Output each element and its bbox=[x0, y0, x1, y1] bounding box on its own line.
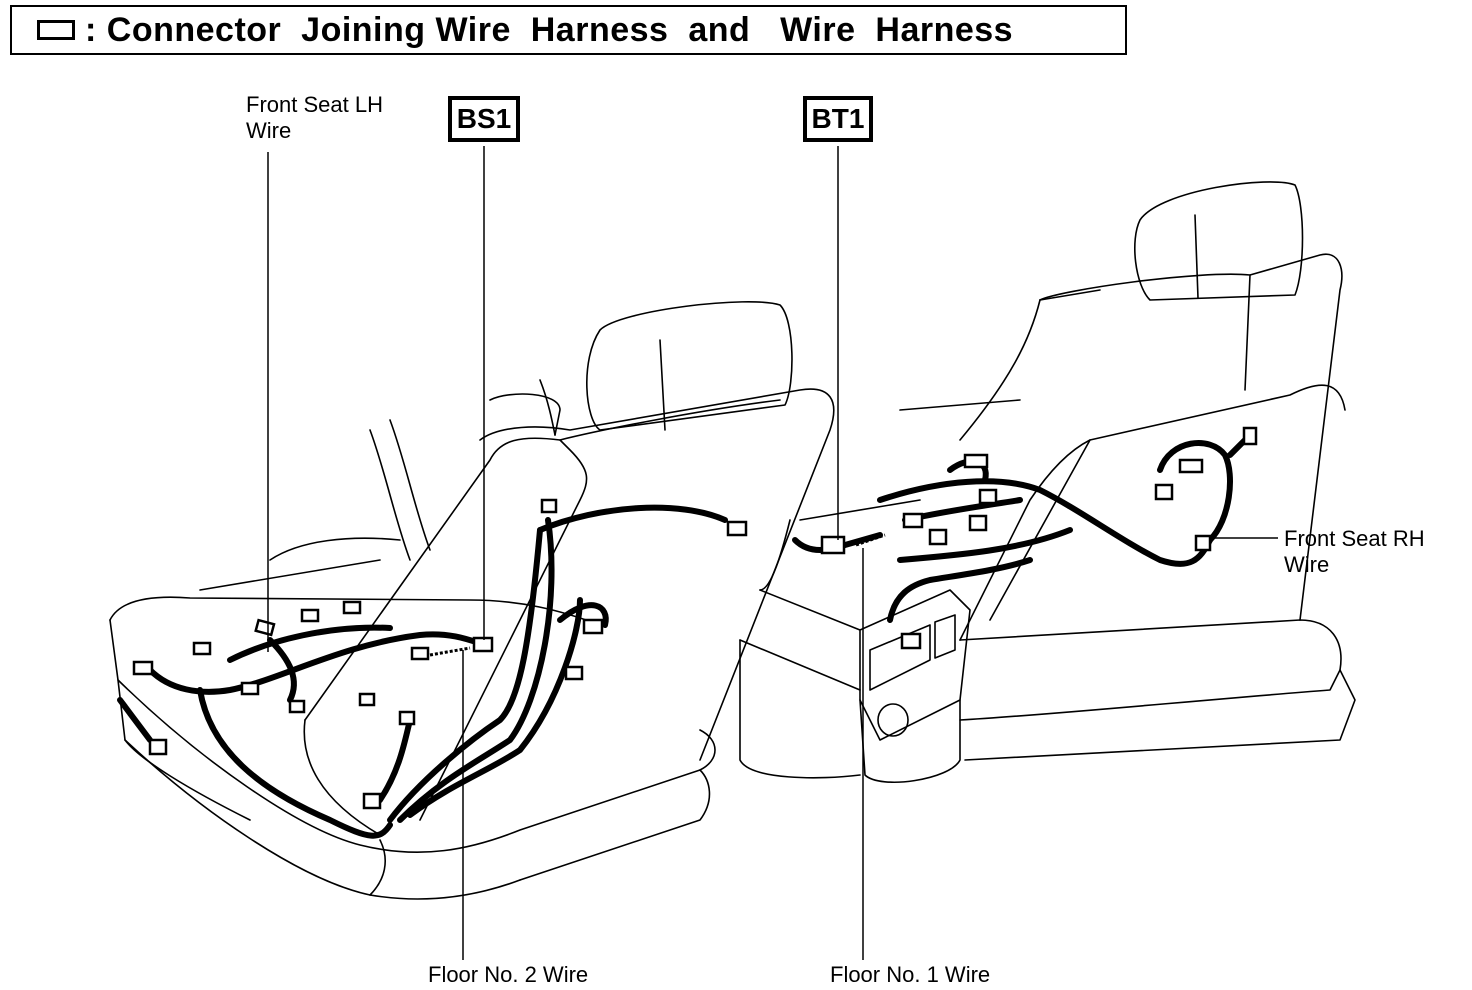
connector-code-bt1: BT1 bbox=[803, 96, 873, 142]
label-floor-no2-wire: Floor No. 2 Wire bbox=[428, 962, 589, 987]
legend-text: : Connector Joining Wire Harness and Wir… bbox=[85, 10, 1014, 49]
wire-harness-bundles bbox=[117, 432, 1253, 839]
label-floor-no1-wire: Floor No. 1 Wire bbox=[830, 962, 991, 987]
left-seat-outline bbox=[109, 301, 835, 900]
connector-code-bs1: BS1 bbox=[448, 96, 520, 142]
label-front-seat-rh-wire: Front Seat RH Wire bbox=[1284, 526, 1425, 577]
label-front-seat-lh-wire: Front Seat LH Wire bbox=[246, 92, 383, 143]
leader-lines bbox=[267, 146, 1278, 960]
right-seat-outline bbox=[739, 181, 1356, 783]
harness-connectors bbox=[132, 426, 1258, 810]
legend-box: : Connector Joining Wire Harness and Wir… bbox=[10, 5, 1127, 55]
connector-symbol-icon bbox=[37, 20, 75, 40]
